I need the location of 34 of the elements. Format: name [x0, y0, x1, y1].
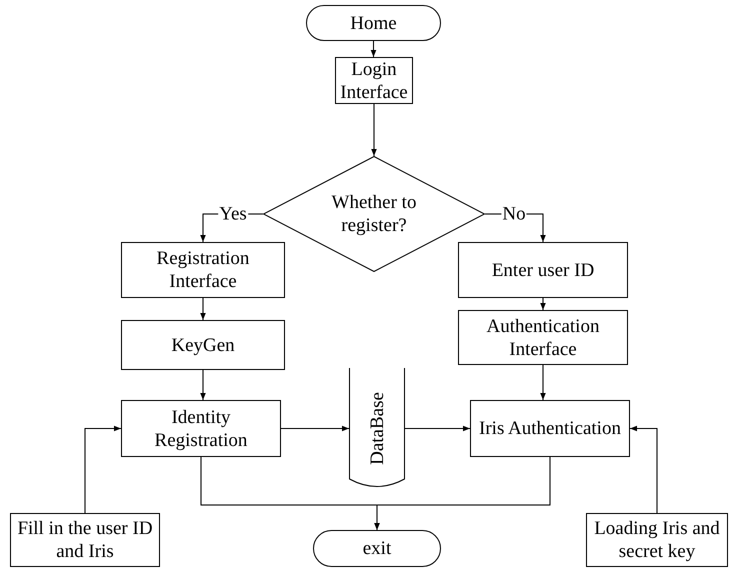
arrow [374, 456, 550, 530]
node-text: Home [350, 12, 397, 34]
arrow [630, 426, 658, 514]
node-text: KeyGen [171, 334, 235, 356]
node-text: Iris Authentication [479, 417, 621, 440]
process-box [458, 310, 628, 365]
process-box [121, 242, 285, 298]
node-text: Loading Iris and secret key [593, 517, 721, 563]
arrow [540, 364, 546, 400]
arrow [280, 426, 350, 432]
process-box [121, 320, 285, 370]
arrow [404, 426, 470, 432]
node-text: exit [362, 537, 392, 560]
arrow [200, 298, 206, 320]
node-text: DataBase [366, 392, 388, 465]
node-text: Registration Interface [156, 247, 250, 293]
terminal-shape [306, 5, 441, 41]
terminal-shape [313, 530, 441, 567]
arrow [371, 104, 377, 156]
arrow [540, 298, 546, 310]
process-box [10, 513, 160, 567]
node-text: Login Interface [340, 58, 408, 104]
node-text: Whether to register? [330, 191, 418, 237]
arrow [84, 426, 122, 514]
arrow [200, 370, 206, 400]
process-box [470, 400, 630, 457]
node-text: Fill in the user ID and Iris [16, 517, 154, 563]
node-text: Enter user ID [492, 258, 594, 282]
process-box [458, 242, 628, 298]
node-text: Identity Registration [154, 406, 248, 452]
process-box [586, 513, 728, 567]
node-text: Authentication Interface [486, 314, 600, 360]
process-box [121, 400, 281, 457]
arrow [370, 40, 376, 58]
